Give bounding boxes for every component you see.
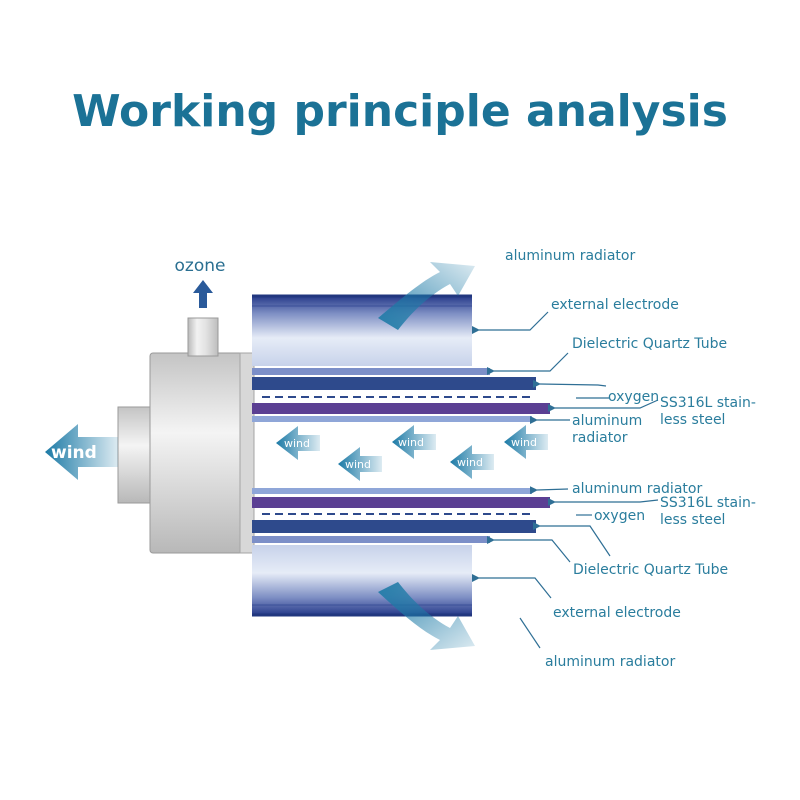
wind-outlet-label: wind bbox=[51, 443, 97, 463]
top-aluminum-radiator bbox=[252, 296, 472, 366]
bottom-quartz-tube bbox=[252, 536, 490, 543]
top-leader-lines bbox=[472, 311, 659, 424]
inner-wind-label: wind bbox=[398, 436, 424, 449]
label-bottom-oxygen: oxygen bbox=[594, 508, 645, 524]
label-top-ss316l-line1: SS316L stain- bbox=[660, 395, 756, 411]
bottom-airflow-swoosh-icon bbox=[378, 582, 475, 650]
bottom-aluminum-radiator bbox=[252, 545, 472, 615]
inner-wind-label: wind bbox=[511, 436, 537, 449]
inner-wind-arrow-icon: wind bbox=[392, 425, 436, 459]
ozone-label: ozone bbox=[175, 256, 226, 276]
label-top-aluminum-radiator: aluminum radiator bbox=[505, 248, 635, 264]
label-top-dielectric-quartz-tube: Dielectric Quartz Tube bbox=[572, 336, 727, 352]
label-top-inner-aluminum-line1: aluminum bbox=[572, 413, 642, 429]
top-airflow-swoosh-icon bbox=[378, 262, 475, 330]
inner-wind-arrow-icon: wind bbox=[504, 425, 548, 459]
top-quartz-tube bbox=[252, 368, 490, 375]
inner-wind-arrow-icon: wind bbox=[276, 426, 320, 460]
wind-outlet-arrow-icon: wind bbox=[45, 424, 118, 480]
bottom-inner-aluminum-radiator bbox=[252, 488, 532, 494]
bottom-ss316l-steel bbox=[252, 497, 550, 508]
inner-wind-label: wind bbox=[345, 458, 371, 471]
label-bottom-ss316l-line1: SS316L stain- bbox=[660, 495, 756, 511]
inner-wind-arrow-icon: wind bbox=[450, 445, 494, 479]
page-title: Working principle analysis bbox=[72, 86, 728, 137]
top-inner-aluminum-radiator bbox=[252, 416, 532, 422]
ozone-outlet-pipe bbox=[187, 317, 219, 357]
label-top-inner-aluminum-line2: radiator bbox=[572, 430, 628, 446]
inner-wind-label: wind bbox=[457, 456, 483, 469]
label-top-ss316l-line2: less steel bbox=[660, 412, 725, 428]
inner-wind-label: wind bbox=[284, 437, 310, 450]
bottom-external-electrode bbox=[252, 520, 536, 533]
top-ss316l-steel bbox=[252, 403, 550, 414]
inner-wind-arrow-icon: wind bbox=[338, 447, 382, 481]
ozone-arrow-icon bbox=[193, 280, 213, 308]
label-bottom-ss316l-line2: less steel bbox=[660, 512, 725, 528]
label-top-oxygen: oxygen bbox=[608, 389, 659, 405]
label-bottom-dielectric-quartz-tube: Dielectric Quartz Tube bbox=[573, 562, 728, 578]
label-bottom-external-electrode: external electrode bbox=[553, 605, 681, 621]
top-external-electrode bbox=[252, 377, 536, 390]
label-bottom-aluminum-radiator: aluminum radiator bbox=[545, 654, 675, 670]
label-bottom-inner-aluminum-radiator: aluminum radiator bbox=[572, 481, 702, 497]
end-cap-housing bbox=[117, 352, 255, 554]
label-top-external-electrode: external electrode bbox=[551, 297, 679, 313]
bottom-leader-lines bbox=[472, 486, 659, 649]
